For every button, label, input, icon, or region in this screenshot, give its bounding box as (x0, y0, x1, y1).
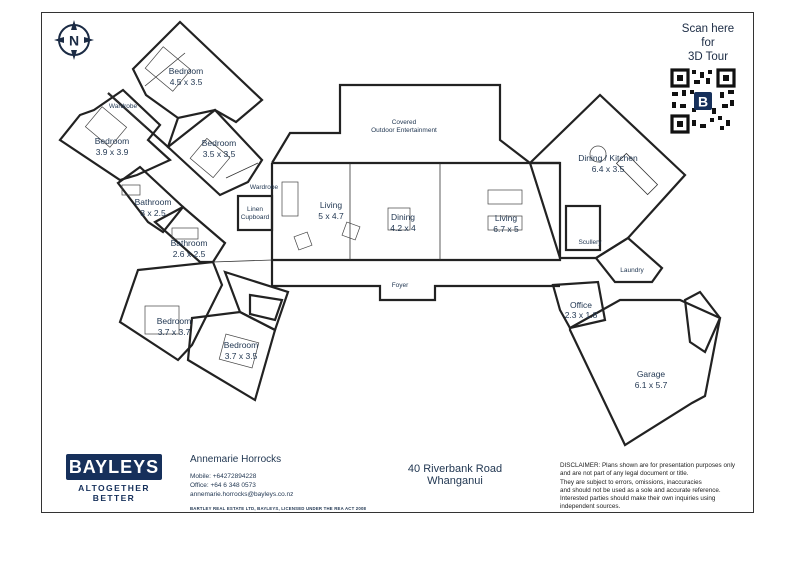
tagline-line-2: BETTER (92, 493, 136, 503)
disclaimer-line-4: and should not be used as a sole and acc… (560, 486, 721, 494)
room-living-1-name: Living (320, 200, 342, 210)
room-dining-kitchen-name: Dining / Kitchen (578, 153, 638, 163)
room-bedroom-bl-size: 3.7 x 3.7 (158, 327, 191, 337)
room-bedroom-bm-size: 3.7 x 3.5 (225, 351, 258, 361)
agent-email[interactable]: annemarie.horrocks@bayleys.co.nz (190, 491, 294, 498)
room-scullery: Scullery (578, 239, 602, 246)
room-dining-name: Dining (391, 212, 415, 222)
brand-tagline: ALTOGETHER BETTER (60, 483, 168, 503)
scan-line-1: Scan here (681, 23, 735, 35)
scan-line-2: for (701, 37, 715, 49)
room-living-1-size: 5 x 4.7 (318, 211, 344, 221)
disclaimer-line-3: They are subject to errors, omissions, i… (560, 478, 702, 486)
room-covered-line1: Covered (392, 119, 417, 126)
disclaimer-line-2: and are not part of any legal document o… (560, 470, 689, 478)
room-wardrobe-2: Wardrobe (250, 184, 279, 191)
room-bedroom-mid-size: 3.5 x 3.5 (203, 149, 236, 159)
room-foyer: Foyer (392, 282, 409, 289)
bayleys-logo: BAYLEYS (66, 454, 162, 480)
licence-text: BARTLEY REAL ESTATE LTD, BAYLEYS, LICENS… (190, 506, 367, 511)
disclaimer-text: DISCLAIMER: Plans shown are for presenta… (560, 462, 750, 512)
qr-code-icon[interactable]: B (670, 68, 736, 134)
room-living-2-size: 6.7 x 5 (493, 224, 519, 234)
room-bathroom-1-name: Bathroom (135, 197, 172, 207)
room-bedroom-top-name: Bedroom (169, 66, 204, 76)
room-living-2-name: Living (495, 213, 517, 223)
room-bathroom-1-size: 3 x 2.5 (140, 208, 166, 218)
room-laundry: Laundry (620, 267, 644, 274)
room-bedroom-bm-name: Bedroom (224, 340, 259, 350)
qr-logo-b: B (698, 93, 708, 109)
room-office-name: Office (570, 300, 592, 310)
room-garage-size: 6.1 x 5.7 (635, 380, 668, 390)
room-linen-line1: Linen (247, 206, 263, 213)
room-bedroom-left-size: 3.9 x 3.9 (96, 147, 129, 157)
room-dining-size: 4.2 x 4 (390, 223, 416, 233)
room-covered-line2: Outdoor Entertainment (371, 127, 437, 134)
property-address: 40 Riverbank Road Whanganui (396, 463, 514, 487)
room-garage-name: Garage (637, 369, 666, 379)
disclaimer-line-5: Interested parties should make their own… (560, 495, 716, 503)
disclaimer-line-1: DISCLAIMER: Plans shown are for presenta… (560, 462, 735, 469)
room-bedroom-bl-name: Bedroom (157, 316, 192, 326)
room-bathroom-2-name: Bathroom (171, 238, 208, 248)
address-line-1: 40 Riverbank Road (407, 463, 503, 475)
room-bedroom-top-size: 4.5 x 3.5 (170, 77, 203, 87)
address-line-2: Whanganui (427, 475, 483, 487)
compass-n-label: N (69, 33, 79, 49)
disclaimer-line-6: independent sources. (560, 503, 621, 511)
room-dining-kitchen-size: 6.4 x 3.5 (592, 164, 625, 174)
agent-office-phone[interactable]: Office: +64 6 348 0573 (190, 482, 256, 489)
room-bathroom-2-size: 2.6 x 2.5 (173, 249, 206, 259)
room-bedroom-mid-name: Bedroom (202, 138, 237, 148)
room-wardrobe-1: Wardrobe (109, 103, 138, 110)
agent-name: Annemarie Horrocks (190, 454, 282, 465)
room-bedroom-left-name: Bedroom (95, 136, 130, 146)
floorplan-sheet (41, 12, 754, 513)
agent-contact: Mobile: +64272894228 Office: +64 6 348 0… (190, 472, 293, 499)
room-linen-line2: Cupboard (241, 214, 270, 221)
tagline-line-1: ALTOGETHER (78, 483, 150, 493)
agent-mobile[interactable]: Mobile: +64272894228 (190, 473, 257, 480)
scan-line-3: 3D Tour (687, 51, 729, 63)
compass-north-icon: N (54, 20, 94, 60)
room-office-size: 2.3 x 1.8 (565, 310, 598, 320)
scan-3d-tour-text: Scan here for 3D Tour (668, 22, 748, 64)
